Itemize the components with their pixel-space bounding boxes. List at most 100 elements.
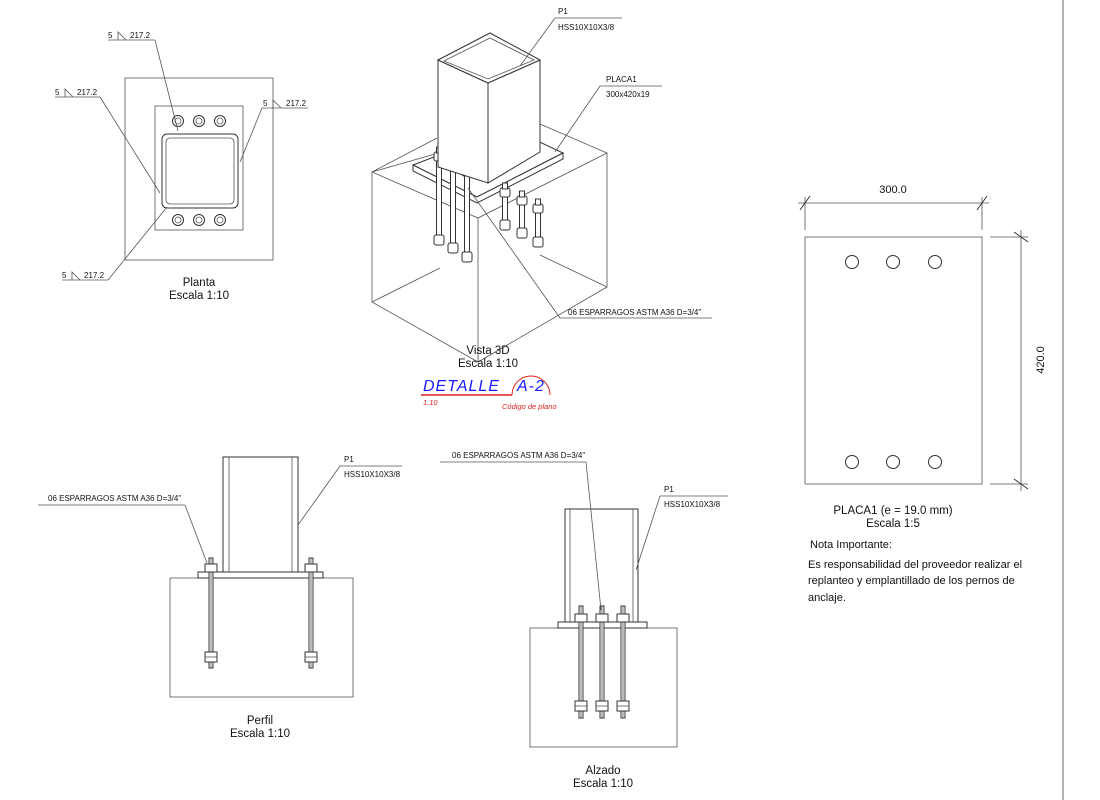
plate-view: 300.0 420.0 PLACA1 (e = 19.0 mm) Escala … bbox=[798, 184, 1047, 530]
elevation-scale: Escala 1:10 bbox=[573, 778, 633, 790]
plate-holes bbox=[845, 255, 942, 469]
bottom-nut bbox=[433, 234, 445, 246]
bolt-hole bbox=[845, 255, 859, 269]
weld-label-right: 5 217.2 bbox=[239, 99, 308, 163]
detail-circle bbox=[511, 375, 551, 396]
bolt-nut bbox=[172, 214, 184, 226]
important-note: Nota Importante: Es responsabilidad del … bbox=[808, 539, 1022, 604]
detail-code-caption: Código de plano bbox=[502, 402, 557, 411]
detail-word: DETALLE bbox=[423, 378, 500, 395]
hss-outer bbox=[161, 133, 239, 209]
svg-text:217.2: 217.2 bbox=[77, 88, 98, 97]
rod-tip bbox=[535, 198, 541, 206]
elevation-view: 06 ESPARRAGOS ASTM A36 D=3/4" P1 HSS10X1… bbox=[440, 451, 728, 790]
bottom-nut bbox=[532, 236, 544, 248]
note-heading: Nota Importante: bbox=[810, 539, 892, 551]
column-profile: HSS10X10X3/8 bbox=[344, 470, 401, 479]
base-plate-outline bbox=[154, 105, 244, 231]
note-line: anclaje. bbox=[808, 592, 846, 604]
view3d-title: Vista 3D bbox=[466, 345, 509, 357]
svg-text:217.2: 217.2 bbox=[84, 271, 105, 280]
plan-view: 5 217.2 5 217.2 5 217.2 5 217.2 Planta E… bbox=[55, 31, 308, 302]
top-nut bbox=[616, 613, 630, 623]
anchor-bolts bbox=[574, 605, 630, 719]
weld-label-top: 5 217.2 bbox=[108, 31, 179, 132]
bolt-rod bbox=[174, 216, 182, 224]
bolt-rod bbox=[195, 216, 203, 224]
bottom-nut bbox=[516, 227, 528, 239]
column bbox=[222, 456, 299, 573]
profile-view: 06 ESPARRAGOS ASTM A36 D=3/4" P1 HSS10X1… bbox=[38, 455, 402, 740]
base-plate bbox=[197, 571, 324, 579]
top-nut bbox=[204, 563, 218, 573]
rod-tip bbox=[519, 190, 525, 198]
top-nut bbox=[304, 563, 318, 573]
detail-code: A-2 bbox=[516, 378, 545, 395]
column bbox=[564, 508, 639, 623]
plate-scale: Escala 1:5 bbox=[866, 518, 920, 530]
note-line: Es responsabilidad del proveedor realiza… bbox=[808, 559, 1022, 571]
top-nut bbox=[595, 613, 609, 623]
bolt-nut bbox=[214, 115, 226, 127]
column-tag: P1 bbox=[344, 455, 354, 464]
bolt-nut bbox=[193, 115, 205, 127]
column-profile: HSS10X10X3/8 bbox=[558, 23, 615, 32]
hss-inner bbox=[165, 137, 235, 205]
svg-text:217.2: 217.2 bbox=[286, 99, 307, 108]
bolts-label: 06 ESPARRAGOS ASTM A36 D=3/4" bbox=[568, 308, 701, 317]
svg-text:217.2: 217.2 bbox=[130, 31, 151, 40]
column-top bbox=[436, 32, 542, 84]
column-profile: HSS10X10X3/8 bbox=[664, 500, 721, 509]
bolts-label: 06 ESPARRAGOS ASTM A36 D=3/4" bbox=[48, 494, 181, 503]
anchor-rod bbox=[450, 167, 456, 254]
detail-scale: 1.10 bbox=[423, 398, 438, 407]
pedestal-outline bbox=[124, 77, 274, 261]
column-tag: P1 bbox=[664, 485, 674, 494]
bolt-rod bbox=[216, 216, 224, 224]
bolt-nut bbox=[193, 214, 205, 226]
bolts-label: 06 ESPARRAGOS ASTM A36 D=3/4" bbox=[452, 451, 585, 460]
plate-size: 300x420x19 bbox=[606, 90, 650, 99]
bolt-nut bbox=[214, 214, 226, 226]
plate-outline bbox=[804, 236, 983, 485]
plate-title: PLACA1 (e = 19.0 mm) bbox=[833, 505, 952, 517]
width-dimension: 300.0 bbox=[879, 184, 907, 196]
profile-title: Perfil bbox=[247, 715, 273, 727]
weld-label-bottom: 5 217.2 bbox=[62, 206, 168, 281]
svg-text:5: 5 bbox=[108, 31, 113, 40]
profile-scale: Escala 1:10 bbox=[230, 728, 290, 740]
anchor-rod bbox=[464, 174, 470, 263]
bolt-hole bbox=[886, 455, 900, 469]
plan-scale: Escala 1:10 bbox=[169, 290, 229, 302]
view3d-scale: Escala 1:10 bbox=[458, 358, 518, 370]
anchor-rod bbox=[436, 159, 442, 246]
svg-text:5: 5 bbox=[55, 88, 60, 97]
bottom-nut bbox=[499, 219, 511, 231]
svg-text:5: 5 bbox=[62, 271, 67, 280]
note-line: replanteo y emplantillado de los pernos … bbox=[808, 575, 1015, 587]
pedestal-hidden bbox=[371, 254, 608, 303]
bolt-rod bbox=[216, 117, 224, 125]
bottom-nut bbox=[461, 251, 473, 263]
anchor-bolts bbox=[204, 557, 318, 669]
column-inner bbox=[443, 37, 535, 80]
pedestal bbox=[169, 577, 354, 698]
height-dimension: 420.0 bbox=[1035, 346, 1047, 374]
rod-tip bbox=[502, 182, 508, 190]
plan-title: Planta bbox=[183, 277, 216, 289]
view-3d: P1 HSS10X10X3/8 PLACA1 300x420x19 06 ESP… bbox=[370, 7, 712, 370]
bolt-hole bbox=[928, 455, 942, 469]
weld-label-left: 5 217.2 bbox=[55, 88, 161, 194]
bolt-nut bbox=[172, 115, 184, 127]
bottom-nut bbox=[447, 242, 459, 254]
column-tag: P1 bbox=[558, 7, 568, 16]
plate-edge bbox=[412, 152, 564, 204]
anchor-bolts bbox=[172, 115, 226, 226]
detail-tag: DETALLE A-2 1.10 Código de plano bbox=[421, 375, 557, 411]
bolt-hole bbox=[928, 255, 942, 269]
top-nut bbox=[574, 613, 588, 623]
pedestal-sides bbox=[371, 153, 608, 363]
bolt-rod bbox=[174, 117, 182, 125]
elevation-title: Alzado bbox=[585, 765, 620, 777]
